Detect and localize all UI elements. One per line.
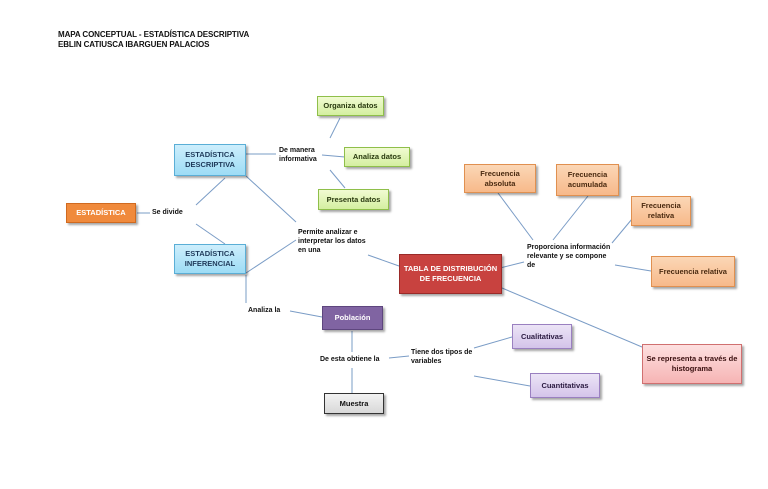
label-tiene-dos-tipos: Tiene dos tipos de variables (411, 349, 473, 366)
author-name: EBLIN CATIUSCA IBARGUEN PALACIOS (58, 40, 210, 49)
node-organiza-datos: Organiza datos (317, 96, 384, 116)
map-title: MAPA CONCEPTUAL - ESTADÍSTICA DESCRIPTIV… (58, 30, 250, 39)
node-frecuencia-acumulada: Frecuencia acumulada (556, 164, 619, 196)
node-tabla-distribucion: TABLA DE DISTRIBUCIÓN DE FRECUENCIA (399, 254, 502, 294)
node-frecuencia-absoluta: Frecuencia absoluta (464, 164, 536, 193)
node-frecuencia-relativa-1: Frecuencia relativa (631, 196, 691, 226)
label-de-esta-obtiene: De esta obtiene la (320, 356, 380, 363)
label-analiza-la: Analiza la (248, 307, 281, 314)
node-histograma: Se representa a través de histograma (642, 344, 742, 384)
node-cuantitativas: Cuantitativas (530, 373, 600, 398)
node-frecuencia-relativa-2: Frecuencia relativa (651, 256, 735, 287)
node-cualitativas: Cualitativas (512, 324, 572, 349)
node-estadistica-descriptiva: ESTADÍSTICA DESCRIPTIVA (174, 144, 246, 176)
node-poblacion: Población (322, 306, 383, 330)
node-presenta-datos: Presenta datos (318, 189, 389, 210)
node-estadistica-inferencial: ESTADÍSTICA INFERENCIAL (174, 244, 246, 274)
node-estadistica: ESTADÍSTICA (66, 203, 136, 223)
label-permite-analizar: Permite analizar e interpretar los datos… (298, 229, 366, 255)
node-analiza-datos: Analiza datos (344, 147, 410, 167)
label-proporciona: Proporciona información relevante y se c… (527, 244, 611, 270)
node-muestra: Muestra (324, 393, 384, 414)
label-se-divide: Se divide (152, 209, 183, 216)
label-de-manera-informativa: De manera informativa (279, 147, 317, 164)
